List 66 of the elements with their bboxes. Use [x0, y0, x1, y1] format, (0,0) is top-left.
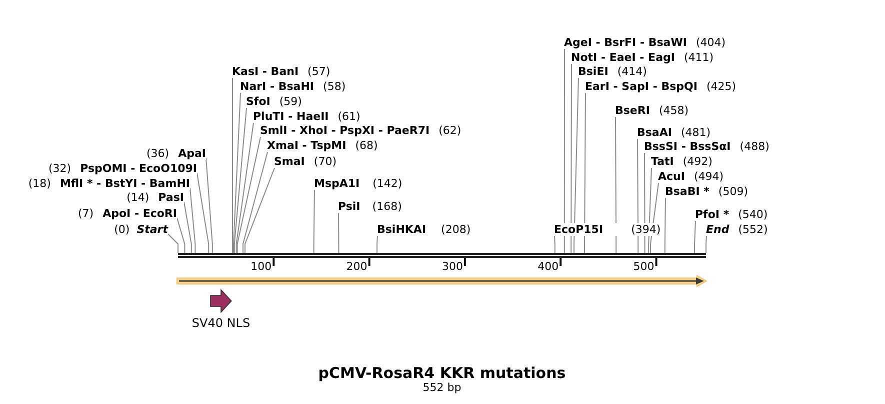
sequence-end-label: (0) Start — [114, 223, 168, 236]
leader-line — [232, 78, 233, 254]
cut-site-label: PsiI (168) — [338, 200, 402, 213]
map-title: pCMV-RosaR4 KKR mutations — [318, 364, 566, 382]
leader-line — [338, 212, 340, 254]
cut-site-label: AcuI (494) — [658, 170, 724, 183]
tick-label: 300 — [442, 260, 463, 273]
leader-line — [664, 198, 666, 254]
cut-site-label: AgeI - BsrFI - BsaWI (404) — [564, 36, 726, 49]
cut-site-label: SfoI (59) — [246, 95, 302, 108]
cut-site-label: BsiEI (414) — [578, 65, 647, 78]
cut-site-label: (18) MflI * - BstYI - BamHI — [28, 177, 190, 190]
cut-site-label: (14) PasI — [126, 191, 184, 204]
leader-line — [694, 220, 696, 254]
cut-site-label: (36) ApaI — [146, 147, 206, 160]
leader-line — [584, 92, 586, 254]
tick-label: 400 — [538, 260, 559, 273]
feature-label: SV40 NLS — [192, 316, 250, 330]
leader-line — [176, 218, 186, 254]
leader-line — [313, 190, 315, 254]
cut-site-label: BsaAI (481) — [637, 126, 711, 139]
leader-line — [244, 168, 275, 254]
leader-line — [242, 152, 268, 254]
cut-site-label: BsaBI * (509) — [665, 185, 748, 198]
leader-line — [236, 136, 261, 254]
cut-site-label: MspA1I (142) — [314, 177, 402, 190]
leader-line — [236, 122, 254, 254]
leader-line — [637, 138, 639, 254]
cut-site-label: PfoI * (540) — [695, 208, 768, 221]
leader-line — [564, 48, 565, 254]
sequence-length: 552 bp — [422, 381, 462, 395]
sequence-end-label: End (552) — [706, 223, 768, 236]
leader-line — [706, 236, 707, 254]
leader-line — [554, 236, 556, 254]
cut-site-label: EarI - SapI - BspQI (425) — [585, 80, 736, 93]
leader-line — [574, 78, 579, 254]
leader-line — [233, 92, 241, 254]
cut-site-label: SmaI (70) — [274, 155, 336, 168]
cut-site-label: XmaI - TspMI (68) — [267, 139, 378, 152]
cut-site-label: NarI - BsaHI (58) — [240, 80, 346, 93]
cut-site-label: PluTI - HaeII (61) — [253, 110, 360, 123]
cut-site-label: (32) PspOMI - EcoO109I — [48, 162, 197, 175]
leader-line — [206, 158, 213, 254]
leader-line — [184, 202, 192, 254]
leader-line — [570, 64, 572, 254]
cut-site-label: BseRI (458) — [615, 104, 689, 117]
cut-site-label: EcoP15I (394) — [554, 223, 661, 236]
leader-line — [376, 236, 378, 254]
cut-site-label: (7) ApoI - EcoRI — [78, 207, 177, 220]
leader-line — [168, 234, 178, 254]
tick-label: 100 — [250, 260, 272, 273]
tick-label: 500 — [633, 260, 654, 273]
cut-site-label: BsiHKAI (208) — [377, 223, 471, 236]
leader-line — [644, 152, 646, 254]
leader-line — [190, 188, 196, 254]
cut-site-label: KasI - BanI (57) — [232, 65, 330, 78]
leader-line — [615, 116, 617, 254]
leader-line — [234, 108, 247, 254]
tick-label: 200 — [346, 260, 368, 273]
leader-line — [196, 172, 210, 254]
cut-site-label: NotI - EaeI - EagI (411) — [571, 51, 714, 64]
feature-track — [176, 275, 707, 287]
cut-site-label: SmlI - XhoI - PspXI - PaeR7I (62) — [260, 124, 462, 137]
cut-site-label: TatI (492) — [651, 155, 712, 168]
sequence-bar — [178, 253, 706, 258]
cut-site-label: BssSI - BssSαI (488) — [644, 140, 770, 153]
